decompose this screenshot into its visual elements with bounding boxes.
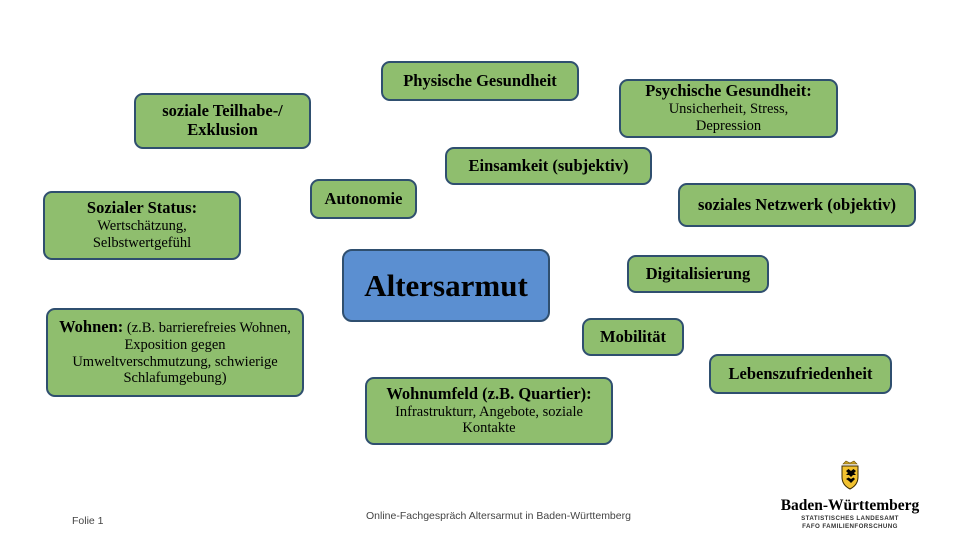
node-title: Einsamkeit (subjektiv) (468, 155, 629, 175)
node-autonomie: Autonomie (310, 179, 417, 219)
node-title: Sozialer Status: (86, 198, 198, 218)
node-sozialer-status: Sozialer Status: Wertschätzung, Selbstwe… (43, 191, 241, 260)
node-title: Mobilität (600, 326, 666, 346)
node-title: Psychische Gesundheit: (645, 81, 812, 101)
footer-event-title: Online-Fachgespräch Altersarmut in Baden… (366, 510, 631, 522)
node-title: soziale Teilhabe-/ Exklusion (162, 101, 283, 139)
node-detail: Unsicherheit, Stress, Depression (668, 101, 789, 134)
node-psychische-gesundheit: Psychische Gesundheit: Unsicherheit, Str… (619, 79, 838, 138)
node-title: Digitalisierung (645, 263, 751, 283)
node-wohnen: Wohnen: (z.B. barrierefreies Wohnen, Exp… (46, 308, 304, 397)
node-soziale-teilhabe: soziale Teilhabe-/ Exklusion (134, 93, 311, 149)
logo-subtitle-1: STATISTISCHES LANDESAMT (801, 515, 899, 522)
center-node-altersarmut: Altersarmut (342, 249, 550, 322)
logo-baden-wuerttemberg: Baden-Württemberg STATISTISCHES LANDESAM… (780, 460, 920, 531)
node-title: soziales Netzwerk (objektiv) (698, 194, 896, 214)
logo-title: Baden-Württemberg (780, 497, 920, 514)
node-detail: Infrastrukturr, Angebote, soziale Kontak… (395, 403, 583, 437)
logo-subtitle-2: FAFO FAMILIENFORSCHUNG (802, 523, 898, 531)
coat-of-arms-icon (841, 460, 859, 490)
node-einsamkeit: Einsamkeit (subjektiv) (445, 147, 652, 185)
node-digitalisierung: Digitalisierung (627, 255, 769, 293)
node-text: Wohnen: (z.B. barrierefreies Wohnen, Exp… (54, 317, 296, 387)
node-detail: (z.B. barrierefreies Wohnen, Exposition … (72, 320, 291, 387)
node-lebenszufriedenheit: Lebenszufriedenheit (709, 354, 892, 394)
node-mobilitaet: Mobilität (582, 318, 684, 356)
node-title: Physische Gesundheit (403, 70, 557, 90)
node-detail: Wertschätzung, Selbstwertgefühl (92, 218, 192, 251)
slide-number: Folie 1 (72, 515, 104, 527)
node-title: Lebenszufriedenheit (728, 363, 873, 383)
center-title: Altersarmut (364, 267, 528, 303)
node-wohnumfeld: Wohnumfeld (z.B. Quartier): Infrastruktu… (365, 377, 613, 445)
node-physische-gesundheit: Physische Gesundheit (381, 61, 579, 101)
node-soziales-netzwerk: soziales Netzwerk (objektiv) (678, 183, 916, 227)
node-title: Wohnumfeld (z.B. Quartier): (386, 383, 592, 403)
node-title: Wohnen: (59, 317, 124, 336)
node-title: Autonomie (324, 188, 403, 208)
